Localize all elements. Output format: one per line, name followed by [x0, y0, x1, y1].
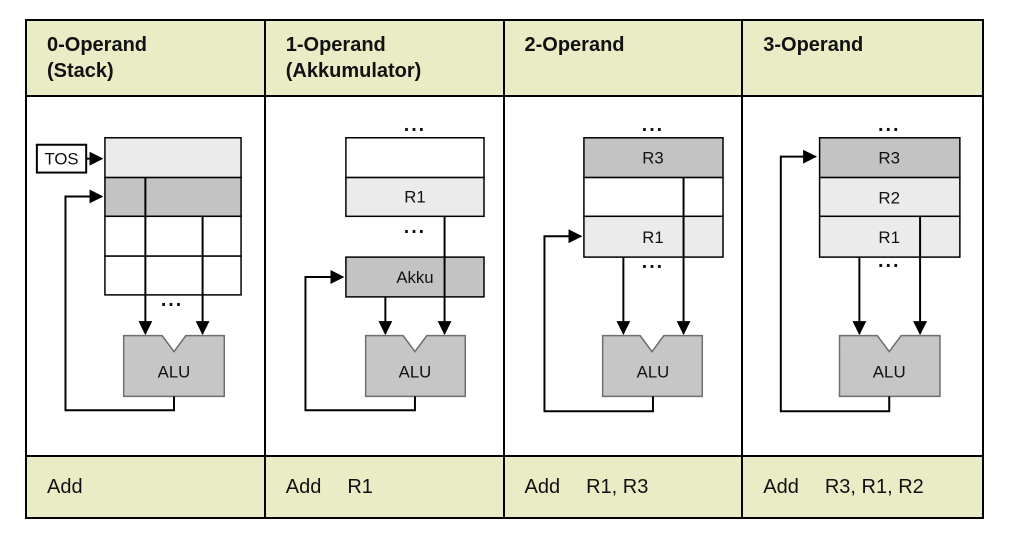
ellipsis-top: ... — [878, 114, 901, 136]
register-r1-label: R1 — [404, 187, 425, 206]
alu-label: ALU — [873, 362, 906, 381]
two-operand-architecture-diagram: ... R3 R1 ... ALU — [504, 97, 742, 455]
header-subtitle: (Akkumulator) — [285, 60, 422, 82]
alu-shape — [364, 334, 466, 398]
register-cell-r3 — [582, 137, 724, 179]
akku-box — [344, 256, 485, 298]
accumulator-diagram-svg: ... R1 ... Akku ALU — [304, 114, 485, 412]
akku-label: Akku — [396, 268, 433, 287]
ellipsis-top: ... — [404, 114, 426, 136]
instruction-operands: R1, R3 — [586, 475, 649, 498]
stack-cell-third — [104, 215, 242, 257]
three-operand-diagram-svg: ... R3 R2 R1 ... ALU — [780, 114, 961, 413]
three-operand-architecture-diagram: ... R3 R2 R1 ... ALU — [743, 97, 982, 455]
ellipsis-top: ... — [641, 114, 663, 136]
architecture-comparison-table: 0-Operand (Stack) TOS — [25, 19, 984, 519]
register-r1-label: R1 — [879, 228, 901, 247]
stack-cell-second — [104, 176, 242, 218]
register-cell-r2 — [819, 176, 961, 218]
stack-cell-top — [104, 137, 242, 179]
result-feedback-arrow — [542, 229, 654, 413]
alu-shape — [122, 334, 226, 398]
column-header: 0-Operand (Stack) — [27, 21, 264, 97]
register-cell-r1 — [582, 215, 724, 258]
alu-label: ALU — [398, 362, 431, 381]
alu-label: ALU — [158, 362, 191, 381]
result-feedback-arrow — [304, 270, 416, 412]
column-2-operand: 2-Operand ... R3 R1 ... — [504, 21, 744, 517]
header-title: 0-Operand — [47, 34, 148, 56]
ellipsis-bottom: ... — [161, 289, 183, 311]
register-cell-mid — [582, 176, 724, 218]
stack-architecture-diagram: TOS ... ALU — [27, 97, 264, 455]
header-title: 1-Operand — [285, 34, 386, 56]
alu-label: ALU — [636, 362, 669, 381]
header-title: 3-Operand — [763, 34, 864, 56]
alu-shape — [838, 334, 941, 398]
instruction-mnemonic: Add — [285, 475, 322, 498]
column-header: 3-Operand — [743, 21, 982, 97]
accumulator-architecture-diagram: ... R1 ... Akku ALU — [265, 97, 503, 455]
register-r1-label: R1 — [642, 228, 663, 247]
column-3-operand: 3-Operand ... R3 R2 R1 — [743, 21, 982, 517]
two-operand-diagram-svg: ... R3 R1 ... ALU — [542, 114, 724, 413]
register-cell-top — [344, 137, 485, 179]
stack-cell-fourth — [104, 255, 242, 296]
header-title: 2-Operand — [524, 34, 625, 56]
register-r2-label: R2 — [879, 188, 901, 207]
tos-box — [35, 143, 88, 174]
instruction-cell: Add R1, R3 — [504, 455, 742, 517]
register-cell-r3 — [819, 137, 961, 179]
instruction-cell: Add — [27, 455, 264, 517]
register-r3-label: R3 — [879, 149, 901, 168]
instruction-mnemonic: Add — [763, 475, 799, 498]
instruction-cell: Add R3, R1, R2 — [743, 455, 982, 517]
instruction-mnemonic: Add — [524, 475, 561, 498]
ellipsis-bottom: ... — [641, 251, 663, 273]
register-cell-r1 — [819, 215, 961, 258]
column-header: 1-Operand (Akkumulator) — [265, 21, 503, 97]
stack-diagram-svg: TOS ... ALU — [35, 137, 242, 412]
ellipsis-bottom: ... — [878, 250, 901, 272]
result-feedback-arrow — [780, 149, 891, 413]
instruction-operands: R1 — [347, 475, 373, 498]
ellipsis-mid: ... — [404, 216, 426, 238]
instruction-cell: Add R1 — [265, 455, 503, 517]
alu-shape — [601, 334, 703, 398]
register-r3-label: R3 — [642, 149, 663, 168]
column-1-operand: 1-Operand (Akkumulator) ... R1 ... — [265, 21, 505, 517]
column-header: 2-Operand — [504, 21, 742, 97]
register-cell-r1 — [344, 176, 485, 218]
instruction-mnemonic: Add — [47, 475, 83, 498]
result-feedback-arrow — [64, 189, 175, 412]
tos-label: TOS — [44, 150, 78, 169]
instruction-operands: R3, R1, R2 — [824, 475, 924, 498]
header-subtitle: (Stack) — [47, 60, 114, 82]
column-0-operand: 0-Operand (Stack) TOS — [27, 21, 266, 517]
